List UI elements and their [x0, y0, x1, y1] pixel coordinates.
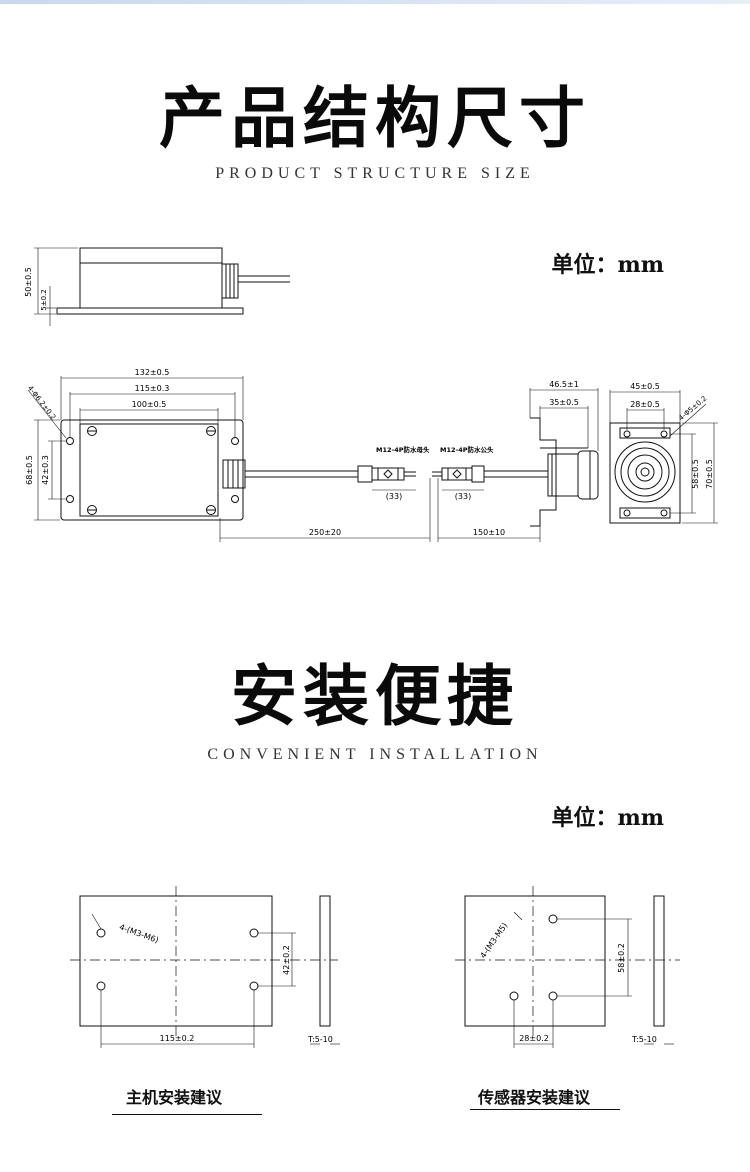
- dim-sensor-height: 70±0.5: [705, 459, 714, 489]
- section-subtitle-convenient-installation: CONVENIENT INSTALLATION: [207, 746, 543, 763]
- top-accent-bar: [0, 0, 750, 4]
- dim-sensor-hole-label: 4-Φ5±0.2: [677, 394, 708, 422]
- section-subtitle-product-structure: PRODUCT STRUCTURE SIZE: [215, 165, 535, 182]
- section-title-convenient-installation: 安装便捷: [231, 657, 519, 735]
- connector-female-length: (33): [386, 492, 402, 501]
- dim-side-height: 50±0.5: [24, 267, 33, 297]
- host-body-outline: [79, 423, 219, 517]
- caption-host-underline: [112, 1114, 262, 1115]
- dim-hole-height: 42±0.3: [41, 455, 50, 485]
- host-thickness: T:5-10: [307, 1035, 333, 1044]
- host-install-drawing: 4-(M3-M6) 42±0.2 115±0.2 T:5-10: [70, 886, 340, 1048]
- main-technical-drawing: 132±0.5 115±0.3 100±0.5 4-Φ6.2±0.2 68±0.…: [25, 368, 718, 542]
- sensor-hole-label: 4-(M3-M5): [478, 921, 509, 960]
- host-dim-horizontal: 115±0.2: [160, 1034, 195, 1043]
- sensor-front-outline: [609, 422, 681, 524]
- dim-hole-label: 4-Φ6.2±0.2: [26, 384, 57, 421]
- dim-sensor-bracket: 35±0.5: [549, 398, 579, 407]
- dim-total-height: 68±0.5: [25, 455, 34, 485]
- dim-total-width: 132±0.5: [135, 368, 170, 377]
- unit-label-1: 单位：mm: [551, 252, 664, 278]
- caption-sensor-install: 传感器安装建议: [478, 1088, 591, 1107]
- dim-sensor-depth: 46.5±1: [549, 380, 579, 389]
- connector-male-label: M12-4P防水公头: [440, 445, 494, 454]
- host-plate-outline: [60, 419, 244, 521]
- dim-sensor-hole-spacing: 28±0.5: [630, 400, 660, 409]
- cable-sensor-length: 150±10: [473, 528, 505, 537]
- unit-label-2: 单位：mm: [551, 805, 664, 831]
- host-dim-vertical: 42±0.2: [282, 945, 291, 975]
- sensor-dim-horizontal: 28±0.2: [519, 1034, 549, 1043]
- connector-female-label: M12-4P防水母头: [376, 445, 430, 454]
- side-view-drawing: 50±0.5 5±0.2: [24, 247, 290, 326]
- caption-sensor-underline: [470, 1109, 620, 1110]
- sensor-install-drawing: 4-(M3-M5) 58±0.2 28±0.2 T:5-10: [455, 886, 680, 1048]
- sensor-dim-vertical: 58±0.2: [617, 943, 626, 973]
- dim-hole-spacing: 115±0.3: [135, 384, 170, 393]
- dim-side-flange: 5±0.2: [40, 289, 48, 310]
- cable-main-length: 250±20: [309, 528, 341, 537]
- section-title-product-structure: 产品结构尺寸: [159, 79, 591, 157]
- caption-host-install: 主机安装建议: [126, 1088, 223, 1107]
- connector-male-length: (33): [455, 492, 471, 501]
- dim-sensor-hole-height: 58±0.5: [691, 459, 700, 489]
- dim-sensor-width: 45±0.5: [630, 382, 660, 391]
- dim-body-width: 100±0.5: [132, 400, 167, 409]
- sensor-thickness: T:5-10: [631, 1035, 657, 1044]
